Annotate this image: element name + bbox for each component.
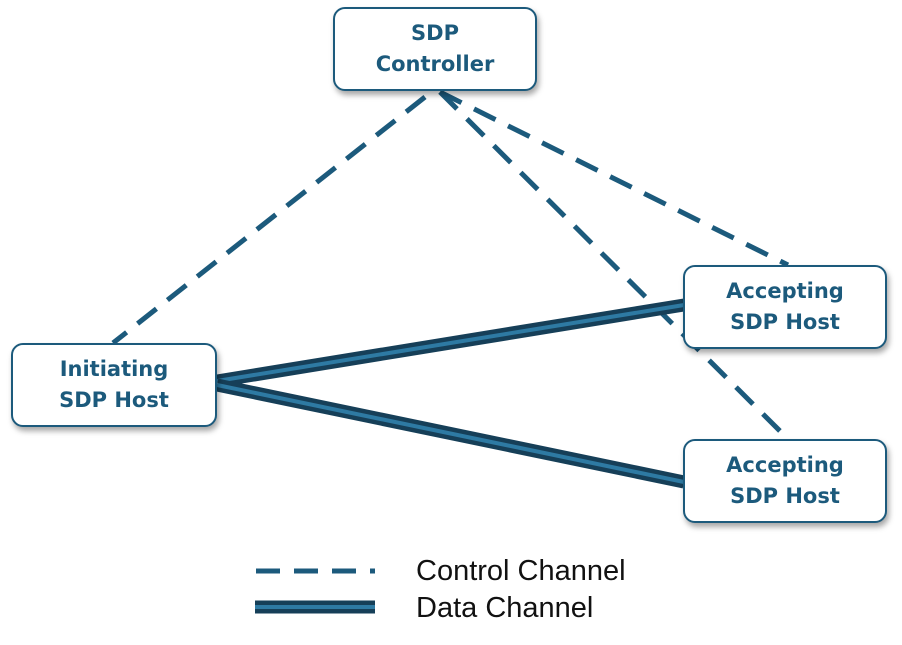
- data-link-initiating-accepting-1-inner: [216, 303, 685, 383]
- accepting-sdp-host-node-1: Accepting SDP Host: [683, 265, 887, 349]
- legend-data-channel-label: Data Channel: [416, 592, 594, 624]
- accepting-host-1-label-line2: SDP Host: [730, 310, 840, 334]
- accepting-host-2-label-line1: Accepting: [726, 453, 844, 477]
- accepting-host-1-label-line1: Accepting: [726, 279, 844, 303]
- legend-markers: [255, 568, 375, 614]
- initiating-host-label-line1: Initiating: [59, 357, 169, 381]
- accepting-host-2-label-line2: SDP Host: [730, 484, 840, 508]
- sdp-controller-node: SDP Controller: [333, 7, 537, 91]
- sdp-controller-label-line1: SDP: [411, 21, 459, 45]
- initiating-sdp-host-node: Initiating SDP Host: [11, 343, 217, 427]
- data-channel-lines: [215, 298, 686, 489]
- accepting-sdp-host-node-2: Accepting SDP Host: [683, 439, 887, 523]
- control-link-controller-accepting-2: [438, 90, 790, 441]
- legend-control-channel-label: Control Channel: [416, 555, 626, 587]
- data-link-initiating-accepting-2-inner: [216, 383, 685, 484]
- control-link-controller-initiating: [111, 95, 427, 345]
- initiating-host-label-line2: SDP Host: [59, 388, 169, 412]
- control-channel-lines: [111, 89, 790, 441]
- control-link-controller-accepting-1: [438, 89, 790, 268]
- sdp-controller-label-line2: Controller: [375, 52, 495, 76]
